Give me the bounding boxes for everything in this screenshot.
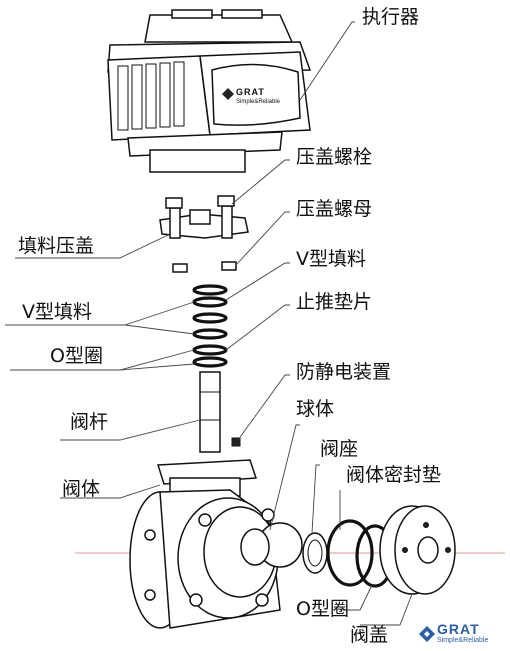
valve-body — [129, 459, 281, 629]
label-gland-nut: 压盖螺母 — [296, 198, 373, 220]
label-v-packing-left: V型填料 — [22, 301, 92, 323]
actuator-brand: GRAT — [236, 87, 265, 97]
label-antistatic: 防静电装置 — [296, 361, 392, 383]
label-body: 阀体 — [62, 478, 101, 500]
actuator — [107, 9, 312, 173]
label-seat: 阀座 — [320, 438, 359, 460]
bonnet — [379, 505, 456, 595]
label-thrust-washer: 止推垫片 — [296, 291, 373, 313]
label-ball: 球体 — [296, 398, 335, 420]
gland-nuts — [172, 261, 237, 273]
label-actuator: 执行器 — [362, 6, 420, 28]
ball — [240, 522, 303, 568]
actuator-tagline: Simple&Reliable — [236, 99, 281, 105]
grat-logo-icon — [419, 626, 435, 642]
leader-lines — [5, 21, 413, 626]
packing-gland — [159, 205, 249, 239]
valve-seat — [302, 532, 328, 574]
valve-stem — [199, 371, 241, 453]
packing-stack — [192, 284, 228, 368]
label-bonnet: 阀盖 — [350, 624, 389, 646]
label-o-ring-left: O型圈 — [50, 345, 103, 367]
label-o-ring-bottom: O型圈 — [296, 598, 349, 620]
label-packing-gland: 填料压盖 — [18, 235, 95, 257]
label-body-gasket: 阀体密封垫 — [346, 464, 442, 486]
actuator-logo-icon — [222, 88, 234, 100]
label-stem: 阀杆 — [70, 411, 109, 433]
label-gland-bolt: 压盖螺栓 — [296, 146, 373, 168]
cooling-fins — [117, 61, 185, 131]
label-v-packing-right: V型填料 — [296, 248, 366, 270]
corner-tagline: Simple&Reliable — [437, 637, 489, 644]
gland-bolts — [165, 195, 235, 209]
corner-brand: GRAT — [437, 621, 480, 637]
